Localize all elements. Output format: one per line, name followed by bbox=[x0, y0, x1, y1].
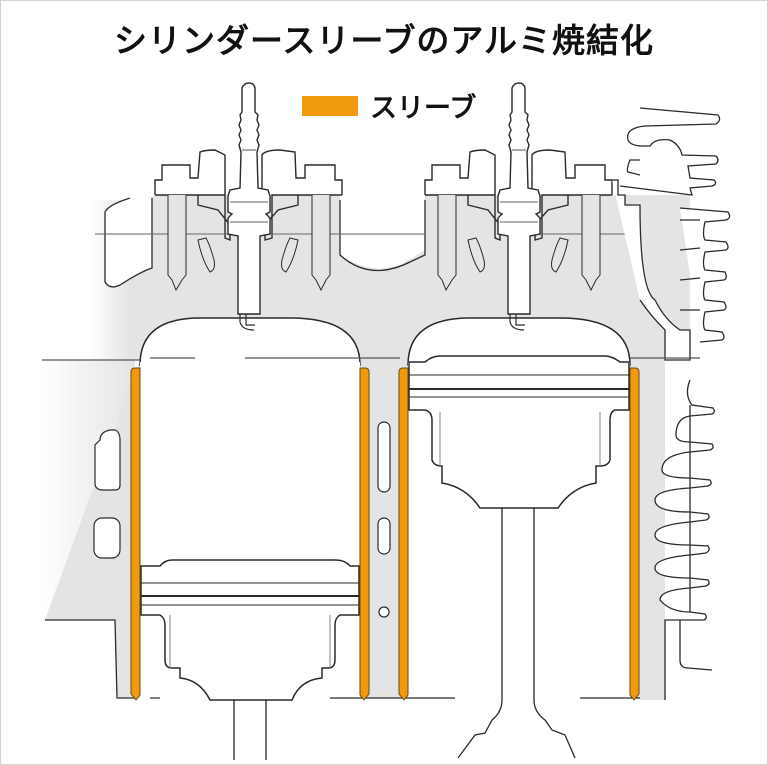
diagram-title: シリンダースリーブのアルミ焼結化 bbox=[113, 21, 655, 60]
combustion-chamber-right bbox=[407, 317, 631, 366]
spark-plug-left bbox=[227, 82, 271, 331]
head-left-boss bbox=[104, 197, 153, 288]
legend-swatch-sleeve bbox=[302, 95, 358, 116]
sleeve-right-inner bbox=[629, 367, 640, 701]
cylinder-head-left bbox=[95, 149, 425, 292]
spark-plug-right bbox=[497, 82, 541, 331]
sleeve-right-outer bbox=[398, 367, 409, 701]
cylinder-head-right bbox=[424, 149, 640, 292]
legend: スリーブ bbox=[302, 86, 476, 125]
combustion-chamber-left bbox=[139, 317, 361, 366]
connecting-rod-right bbox=[457, 508, 576, 759]
cooling-fins-head bbox=[612, 107, 731, 361]
sleeve-left-outer bbox=[130, 367, 141, 701]
piston-left bbox=[140, 559, 360, 701]
sleeve-left-inner bbox=[359, 367, 370, 701]
legend-label-sleeve: スリーブ bbox=[370, 93, 477, 124]
piston-right bbox=[408, 355, 630, 509]
cooling-fins-block bbox=[654, 379, 715, 700]
cylinder-sleeves bbox=[130, 367, 640, 701]
connecting-rod-left bbox=[233, 700, 267, 760]
water-jacket-openings bbox=[93, 421, 391, 618]
